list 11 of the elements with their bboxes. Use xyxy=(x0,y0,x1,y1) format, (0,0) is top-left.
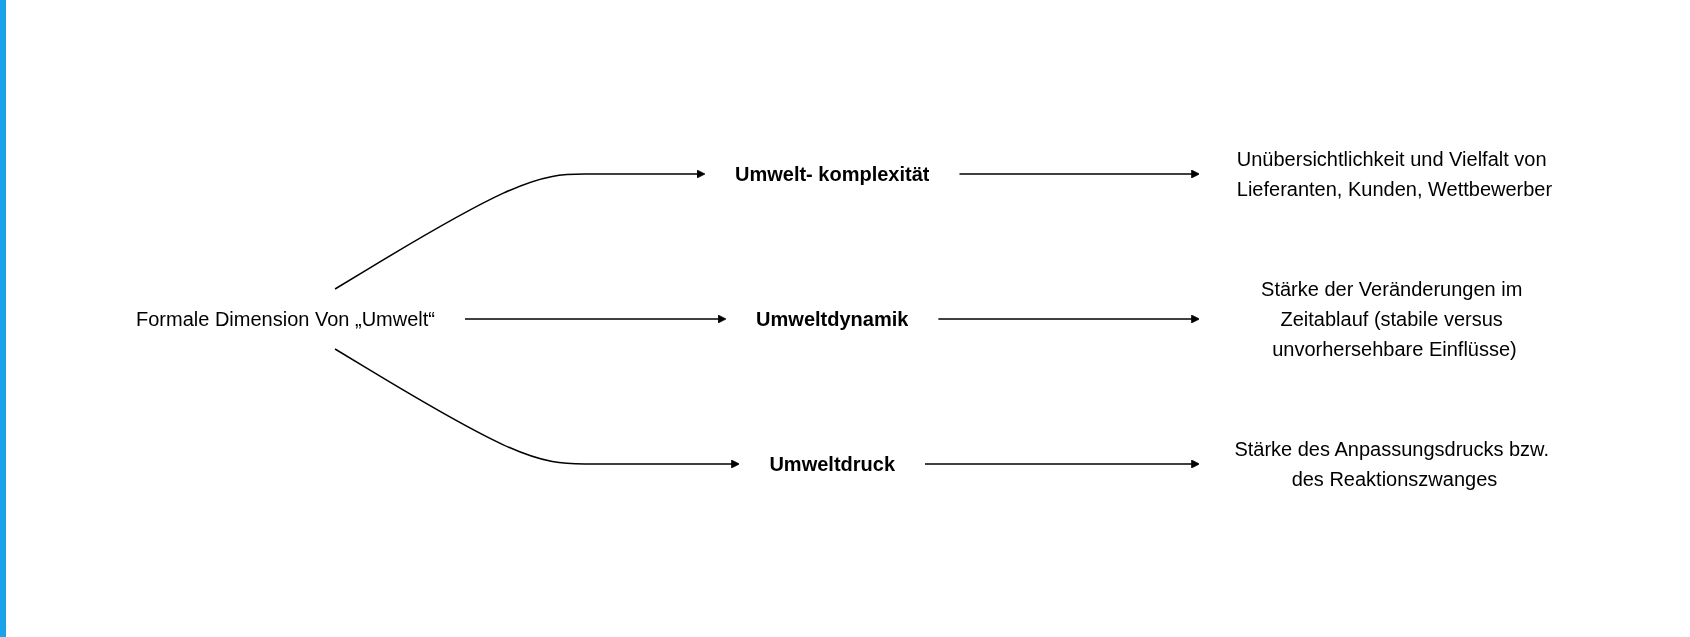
arrow xyxy=(334,169,706,290)
node-text: Stärke des Anpassungsdrucks bzw. des Reaktionszwanges xyxy=(1234,437,1550,490)
arrow xyxy=(937,314,1201,323)
node-text: Formale Dimension Von „Umwelt“ xyxy=(136,307,436,330)
arrow xyxy=(334,347,741,468)
node-text: Umweltdynamik xyxy=(756,307,909,330)
node-text: Stärke der Veränderungen im Zeitablauf (stabile versus unvorhersehbare Einflüsse) xyxy=(1261,277,1523,360)
arrow xyxy=(464,314,727,323)
node-text: Unübersichtlichkeit und Vielfalt von Lieferanten, Kunden, Wettbewerber xyxy=(1237,147,1553,200)
node-text: Umwelt- komplexität xyxy=(735,162,930,185)
node-text: Umweltdruck xyxy=(769,452,896,475)
